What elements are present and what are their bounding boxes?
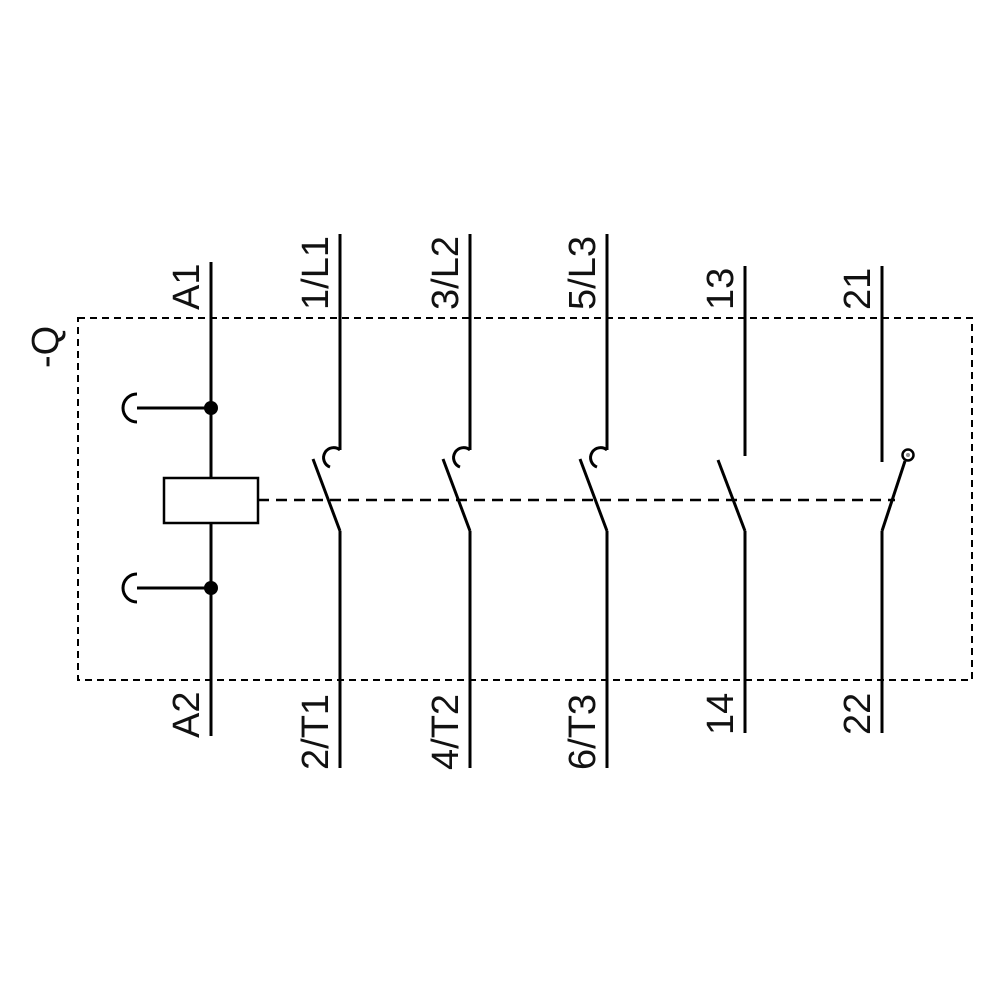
- terminal-label-5l3: 5/L3: [562, 236, 604, 310]
- pole-1-fixed-contact-arc: [322, 446, 341, 469]
- coil-column: A1 A2: [121, 262, 260, 738]
- terminal-label-3l2: 3/L2: [425, 236, 467, 310]
- pole-4-contact-blade: [716, 459, 747, 532]
- pole-3-fixed-contact-arc: [589, 446, 608, 469]
- lower-junction-dot: [204, 581, 218, 595]
- lower-connector-arc-icon: [121, 572, 138, 604]
- terminal-label-13: 13: [700, 268, 742, 310]
- pole-2-fixed-contact-arc: [452, 446, 471, 469]
- pole-1-main-contact: 1/L1 2/T1: [295, 234, 342, 770]
- terminal-label-2t1: 2/T1: [295, 694, 337, 770]
- coil-symbol: [162, 476, 260, 525]
- pole-3-contact-blade: [578, 458, 609, 532]
- device-boundary: [77, 317, 973, 681]
- terminal-label-21: 21: [837, 268, 879, 310]
- pole-5-nc-contact-dot: [906, 453, 910, 457]
- pole-1-contact-blade: [311, 458, 342, 532]
- device-tag-label: -Q: [25, 326, 67, 368]
- pole-2-main-contact: 3/L2 4/T2: [425, 234, 472, 770]
- terminal-label-1l1: 1/L1: [295, 236, 337, 310]
- pole-5-aux-nc-contact: 21 22: [837, 266, 915, 735]
- upper-junction-dot: [204, 401, 218, 415]
- pole-5-contact-blade: [880, 460, 907, 532]
- terminal-label-22: 22: [837, 693, 879, 735]
- terminal-label-a1: A1: [166, 264, 208, 310]
- upper-connector-arc-icon: [121, 392, 138, 424]
- terminal-label-4t2: 4/T2: [425, 694, 467, 770]
- terminal-label-a2: A2: [166, 692, 208, 738]
- terminal-label-14: 14: [700, 693, 742, 735]
- pole-4-aux-no-contact: 13 14: [700, 266, 747, 735]
- terminal-label-6t3: 6/T3: [562, 694, 604, 770]
- pole-2-contact-blade: [441, 458, 472, 532]
- pole-3-main-contact: 5/L3 6/T3: [562, 234, 609, 770]
